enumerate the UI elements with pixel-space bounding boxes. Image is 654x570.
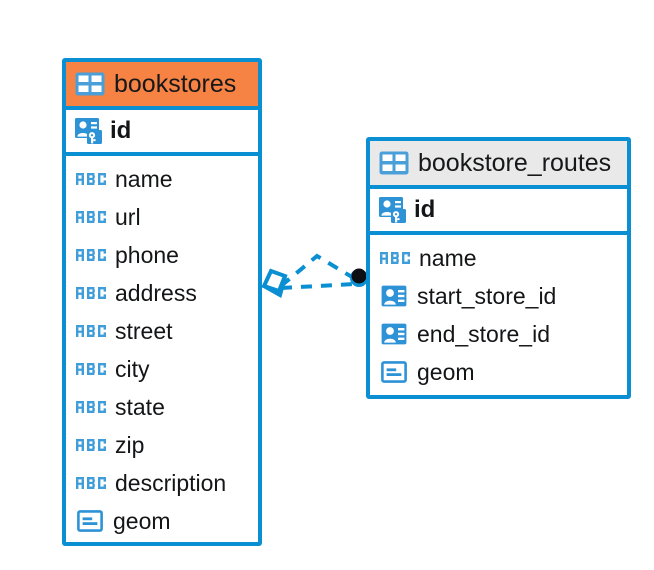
field-row-street[interactable]: street [66,312,258,350]
abc-text-icon [76,173,106,185]
primary-key-icon [75,118,102,144]
entity-header-bookstores[interactable]: bookstores [66,62,258,110]
field-label-city: city [115,355,150,382]
field-row-name[interactable]: name [66,160,258,198]
entity-title-bookstores: bookstores [114,69,237,98]
field-row-bookstore-routes-id[interactable]: id [370,189,627,235]
field-list-bookstore-routes: name start_store_id [370,235,627,391]
field-row-phone[interactable]: phone [66,236,258,274]
abc-text-icon [380,252,410,264]
field-row-end-store-id[interactable]: end_store_id [370,315,627,353]
field-label-state: state [115,393,165,420]
field-label-description: description [115,469,227,496]
field-row-start-store-id[interactable]: start_store_id [370,277,627,315]
field-label-phone: phone [115,241,179,268]
primary-key-icon [379,197,406,223]
field-list-bookstores: name url [66,156,258,540]
relationship-edge-upper [279,253,359,288]
field-label-start-store-id: start_store_id [417,282,557,309]
field-label-bookstore-routes-id: id [414,196,436,223]
geometry-icon [381,361,407,383]
field-row-zip[interactable]: zip [66,426,258,464]
field-label-end-store-id: end_store_id [417,320,550,347]
abc-text-icon [76,325,106,337]
relationship-source-marker-diamond-icon [261,268,288,298]
field-row-description[interactable]: description [66,464,258,502]
field-label-url: url [115,203,141,230]
entity-table-bookstores[interactable]: bookstores id [62,58,262,546]
field-label-routes-geom: geom [417,358,475,385]
table-icon [75,72,105,96]
field-label-routes-name: name [419,244,477,271]
field-row-geom[interactable]: geom [66,502,258,540]
field-row-bookstores-id[interactable]: id [66,110,258,156]
entity-table-bookstore-routes[interactable]: bookstore_routes id [366,137,631,399]
abc-text-icon [76,287,106,299]
abc-text-icon [76,439,106,451]
field-label-zip: zip [115,431,145,458]
abc-text-icon [76,211,106,223]
field-row-city[interactable]: city [66,350,258,388]
relationship-target-marker-circle-icon [350,268,368,287]
relationship-edge-lower [280,282,356,290]
field-label-bookstores-id: id [110,117,132,144]
entity-header-bookstore-routes[interactable]: bookstore_routes [370,141,627,189]
foreign-key-icon [381,285,407,307]
field-row-routes-name[interactable]: name [370,239,627,277]
abc-text-icon [76,401,106,413]
field-label-address: address [115,279,197,306]
geometry-icon [77,510,103,532]
abc-text-icon [76,363,106,375]
field-row-url[interactable]: url [66,198,258,236]
field-label-name: name [115,165,173,192]
entity-title-bookstore-routes: bookstore_routes [418,148,612,177]
field-row-state[interactable]: state [66,388,258,426]
field-row-address[interactable]: address [66,274,258,312]
abc-text-icon [76,477,106,489]
table-icon [379,151,409,175]
abc-text-icon [76,249,106,261]
relationship-connector[interactable] [255,240,375,315]
field-label-geom: geom [113,507,171,534]
foreign-key-icon [381,323,407,345]
field-label-street: street [115,317,173,344]
field-row-routes-geom[interactable]: geom [370,353,627,391]
